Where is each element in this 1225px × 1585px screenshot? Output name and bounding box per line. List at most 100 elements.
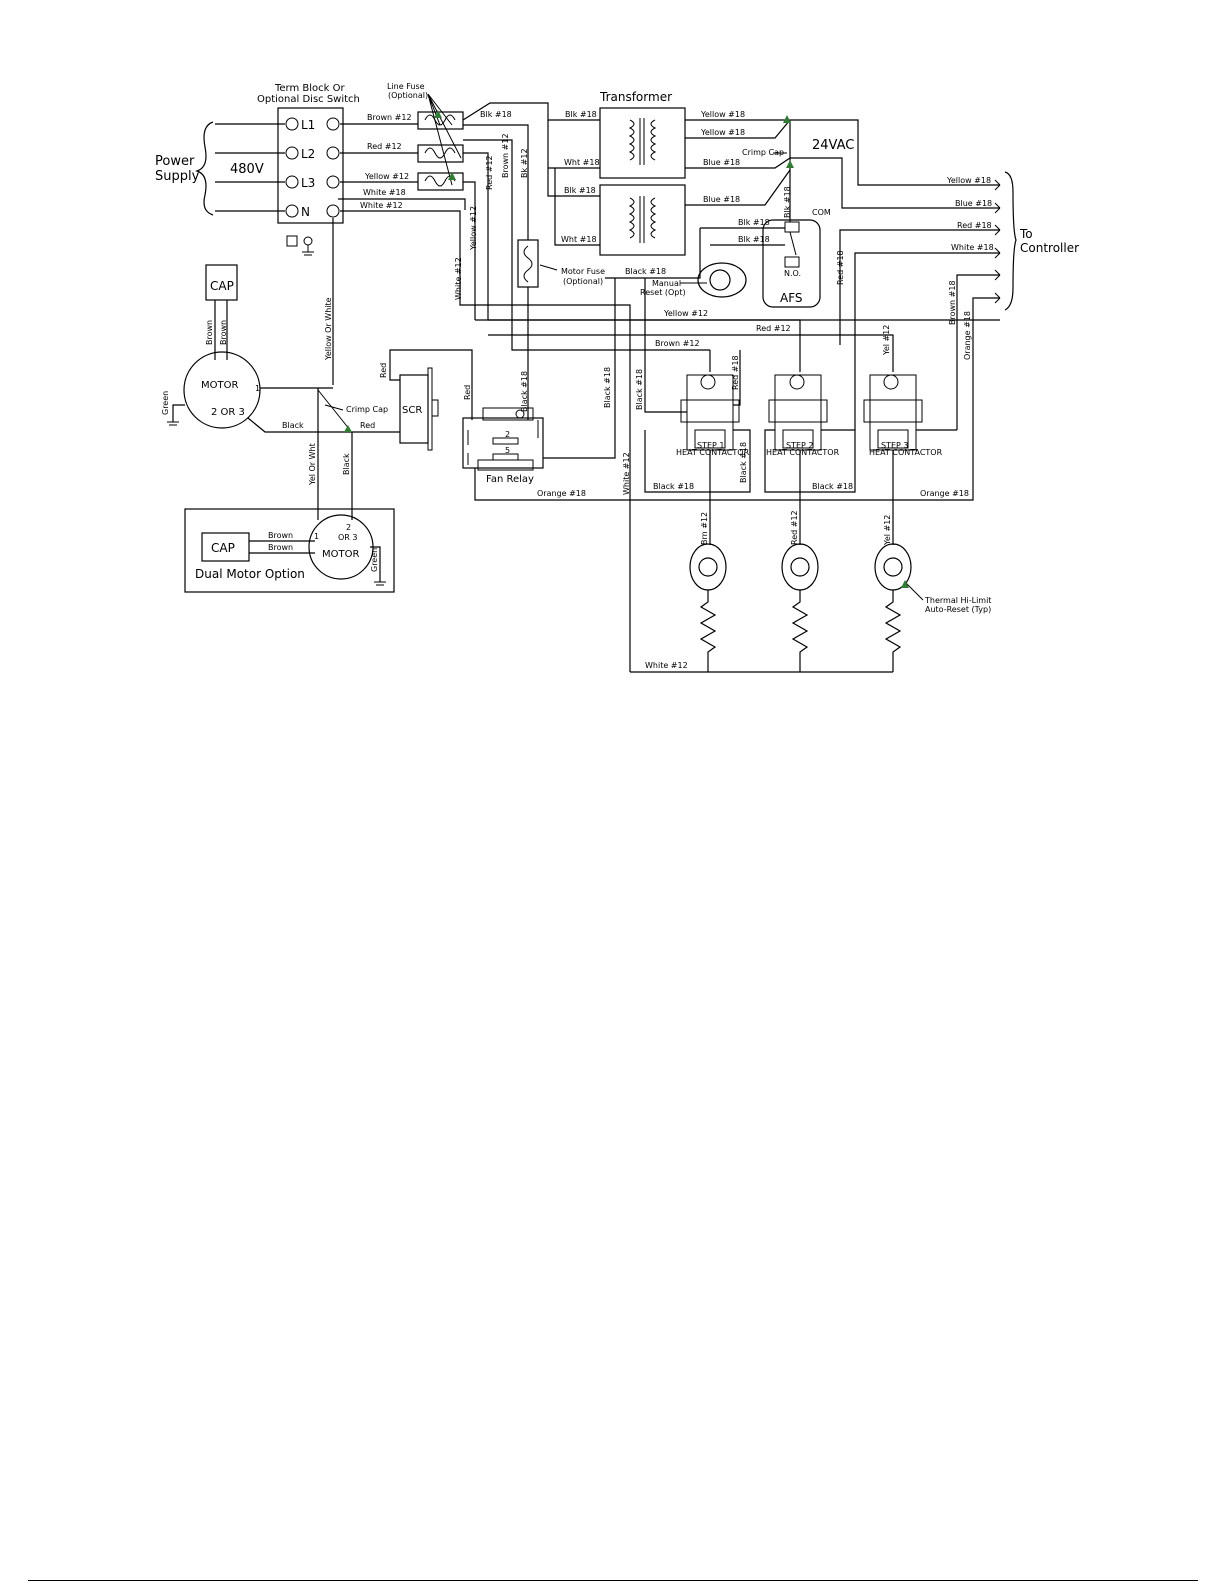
wire-blk18-top bbox=[462, 102, 600, 121]
svg-text:N: N bbox=[301, 205, 310, 219]
afs-label: AFS bbox=[780, 291, 803, 305]
label-orange18-b: Orange #18 bbox=[537, 489, 586, 498]
term-l2: L2 bbox=[285, 146, 340, 161]
thermal-leader bbox=[905, 582, 924, 601]
transformer-1 bbox=[599, 107, 686, 179]
fan-relay-label: Fan Relay bbox=[486, 474, 534, 485]
label-red12-v: Red #12 bbox=[485, 155, 494, 190]
dual-motor-t1: 1 bbox=[314, 532, 319, 541]
wire-red18-ctrl bbox=[839, 229, 1000, 345]
label-white12-relay: White #12 bbox=[622, 452, 631, 495]
label-wht18-t2: Wht #18 bbox=[561, 235, 597, 244]
arrow-icon bbox=[783, 115, 791, 123]
label-blk18-top: Blk #18 bbox=[480, 110, 512, 119]
fan-relay-contacts bbox=[467, 407, 539, 471]
transformer-2 bbox=[599, 184, 686, 256]
label-yellow18-t2: Yellow #18 bbox=[700, 128, 745, 137]
label-black-v1: Black #18 bbox=[635, 369, 644, 410]
ctrl-wire-1: Yellow #18 bbox=[946, 176, 991, 185]
contactor-3-line1: STEP 3 bbox=[881, 441, 908, 450]
motor-fuse-leader bbox=[539, 264, 558, 271]
scr-label: SCR bbox=[402, 405, 422, 416]
wire-blk18-t2 bbox=[547, 120, 600, 197]
motor-fuse-label-1: Motor Fuse bbox=[561, 267, 605, 276]
wire-white18-n bbox=[338, 198, 466, 210]
line-fuse-leaders bbox=[427, 93, 462, 186]
dual-ground-icon bbox=[374, 581, 386, 586]
to-controller-2: Controller bbox=[1020, 241, 1079, 255]
label-brown-m1: Brown bbox=[205, 320, 214, 345]
label-yel12-h3: Yel #12 bbox=[883, 515, 892, 546]
heater-3 bbox=[884, 590, 902, 672]
wire-red-scr bbox=[389, 349, 473, 420]
label-blue18-t1: Blue #18 bbox=[703, 158, 740, 167]
dual-brown-2: Brown bbox=[268, 543, 293, 552]
contactor-3 bbox=[863, 374, 923, 451]
label-red12: Red #12 bbox=[367, 142, 402, 151]
secondary-voltage: 24VAC bbox=[812, 138, 854, 153]
label-red12-h: Red #12 bbox=[756, 324, 791, 333]
motor bbox=[183, 351, 261, 429]
wire-yellow12-h bbox=[475, 319, 801, 372]
dual-brown-1: Brown bbox=[268, 531, 293, 540]
label-blk18-afs1: Blk #18 bbox=[738, 218, 770, 227]
afs-no: N.O. bbox=[784, 269, 801, 278]
label-wht18-t1: Wht #18 bbox=[564, 158, 600, 167]
to-controller-1: To bbox=[1019, 227, 1033, 241]
voltage-label: 480V bbox=[230, 162, 264, 177]
svg-text:L1: L1 bbox=[301, 118, 315, 132]
crimp-cap-top-label: Crimp Cap bbox=[742, 148, 784, 157]
power-supply-label-1: Power bbox=[155, 154, 195, 169]
arrow-icon bbox=[786, 160, 794, 168]
wire-brown12-v bbox=[463, 139, 710, 351]
label-red-scr: Red bbox=[379, 363, 388, 378]
scr-plate bbox=[427, 367, 433, 451]
motor-fuse-label-2: (Optional) bbox=[563, 277, 603, 286]
controller-brace bbox=[1004, 171, 1017, 311]
label-black18-b2: Black #18 bbox=[812, 482, 853, 491]
wire-green-m bbox=[172, 404, 185, 422]
term-block bbox=[277, 107, 344, 224]
label-red-m: Red bbox=[360, 421, 375, 430]
cap-box bbox=[205, 264, 238, 301]
label-blk18-t2: Blk #18 bbox=[564, 186, 596, 195]
fan-relay-t5: 5 bbox=[505, 446, 510, 455]
contactor-2-line2: HEAT CONTACTOR bbox=[766, 448, 840, 457]
label-blue18-t2: Blue #18 bbox=[703, 195, 740, 204]
arrow-icon bbox=[448, 172, 456, 180]
label-black18-mf: Black #18 bbox=[625, 267, 666, 276]
motor-ground-icon bbox=[167, 421, 179, 426]
contactor-1-line1: STEP 1 bbox=[697, 441, 724, 450]
loop-c2 bbox=[764, 429, 856, 493]
thermal-limit-1 bbox=[689, 543, 727, 591]
supply-brace bbox=[195, 121, 214, 216]
dual-motor-text: MOTOR bbox=[322, 549, 359, 560]
label-red18-afs: Red #18 bbox=[836, 250, 845, 285]
dual-cap-box bbox=[201, 532, 250, 562]
line-fuse-1 bbox=[417, 111, 464, 130]
motor-label: MOTOR bbox=[201, 380, 238, 391]
manual-reset bbox=[697, 262, 747, 298]
dual-wire-green bbox=[370, 546, 381, 582]
motor-fuse-element bbox=[523, 245, 533, 283]
dual-motor-t2: 2 bbox=[346, 523, 351, 532]
wire-red18-c1 bbox=[733, 350, 741, 406]
wire-blue18-b bbox=[685, 169, 791, 206]
contactor-2-line1: STEP 2 bbox=[786, 441, 813, 450]
line-fuse-2 bbox=[417, 144, 464, 163]
fan-relay bbox=[462, 417, 544, 469]
crimp-cap-motor-label: Crimp Cap bbox=[346, 405, 388, 414]
label-red-relay: Red bbox=[463, 385, 472, 400]
label-black18-relay: Black #18 bbox=[520, 371, 529, 412]
loop-c1 bbox=[644, 429, 751, 493]
label-black-v: Black #18 bbox=[603, 367, 612, 408]
label-orange18-c: Orange #18 bbox=[963, 311, 972, 360]
wire-red12-h bbox=[488, 334, 894, 372]
dual-cap-label: CAP bbox=[211, 541, 235, 555]
arrow-icon bbox=[901, 580, 909, 588]
wire-brown18-ctrl bbox=[956, 274, 1000, 430]
label-red12-h2: Red #12 bbox=[790, 510, 799, 545]
label-white18-n: White #18 bbox=[363, 188, 406, 197]
dual-motor bbox=[308, 514, 374, 580]
label-white12-bot: White #12 bbox=[645, 661, 688, 670]
